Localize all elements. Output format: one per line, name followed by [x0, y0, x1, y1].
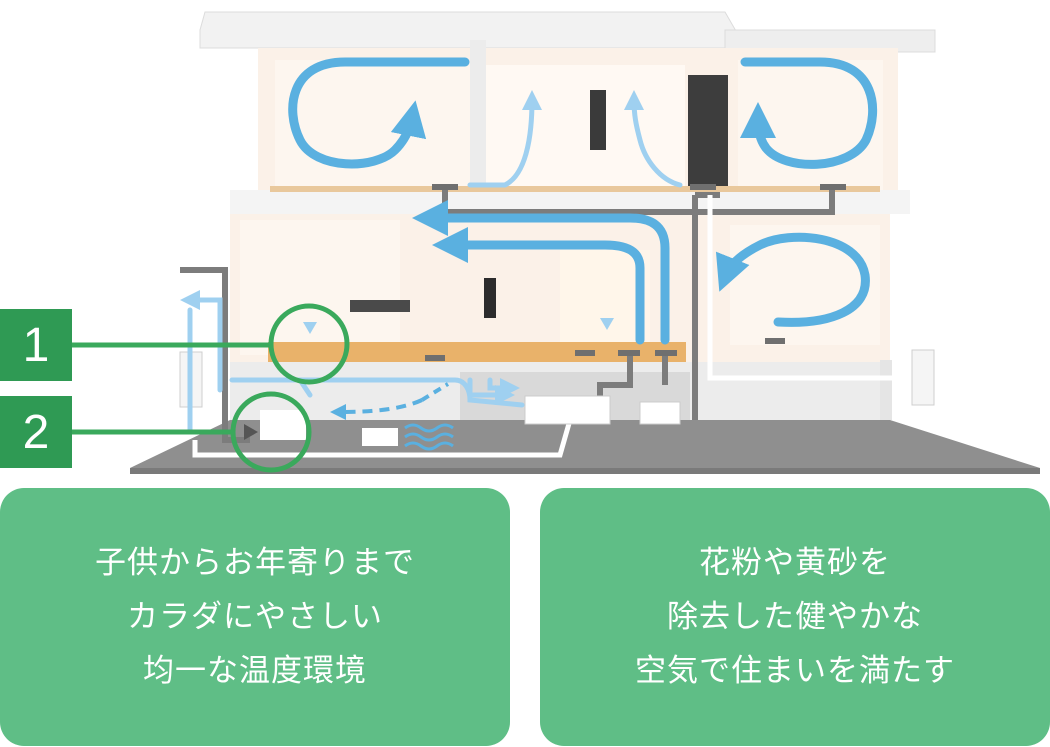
callouts: [72, 303, 350, 473]
secondary-unit: [639, 401, 681, 425]
upper-left-room: [275, 60, 470, 190]
callout-circle-1: [268, 303, 350, 385]
lower-right-room: [730, 225, 880, 345]
ground-edge: [130, 468, 1040, 474]
house-airflow-diagram: [72, 11, 1040, 474]
upper-window: [590, 90, 606, 150]
benefit-card-air-quality: 花粉や黄砂を 除去した健やかな 空気で住まいを満たす: [540, 488, 1050, 746]
vents: [425, 184, 846, 361]
down-arrows: [303, 318, 614, 334]
lower-floor-wood: [268, 342, 686, 362]
card-1-line-2: カラダにやさしい: [127, 599, 383, 635]
roof-right: [724, 29, 936, 53]
card-1-line-3: 均一な温度環境: [143, 653, 367, 689]
callout-arrowhead-2: [244, 424, 258, 440]
heat-exchanger: [362, 428, 398, 446]
lower-left-room: [240, 220, 400, 355]
dashed-return-up: [420, 382, 450, 402]
outdoor-unit-right: [911, 349, 935, 406]
marker-2: 2: [0, 396, 72, 468]
benefit-card-temperature: 子供からお年寄りまで カラダにやさしい 均一な温度環境: [0, 488, 510, 746]
lower-stairs-area: [560, 250, 650, 355]
white-ducts: [192, 195, 910, 458]
card-1-line-1: 子供からお年寄りまで: [95, 545, 415, 581]
filter-box: [260, 410, 306, 440]
airflow-arrows: [288, 57, 878, 345]
marker-1-label: 1: [22, 318, 50, 372]
kitchen-counter: [350, 300, 410, 312]
main-air-unit: [524, 395, 611, 425]
card-2-line-2: 除去した健やかな: [667, 599, 923, 635]
right-wall-outdoor: [880, 360, 892, 420]
card-2-line-1: 花粉や黄砂を: [699, 545, 891, 581]
tv: [484, 278, 496, 318]
callout-circle-2: [230, 391, 312, 473]
dashed-return: [330, 398, 423, 420]
upper-floor-wood: [270, 186, 880, 192]
marker-2-label: 2: [22, 405, 50, 459]
marker-1: 1: [0, 309, 72, 381]
upper-unit: [688, 75, 728, 190]
card-2-line-3: 空気で住まいを満たす: [635, 653, 955, 689]
upper-partition: [470, 40, 486, 192]
waves: [404, 423, 454, 451]
